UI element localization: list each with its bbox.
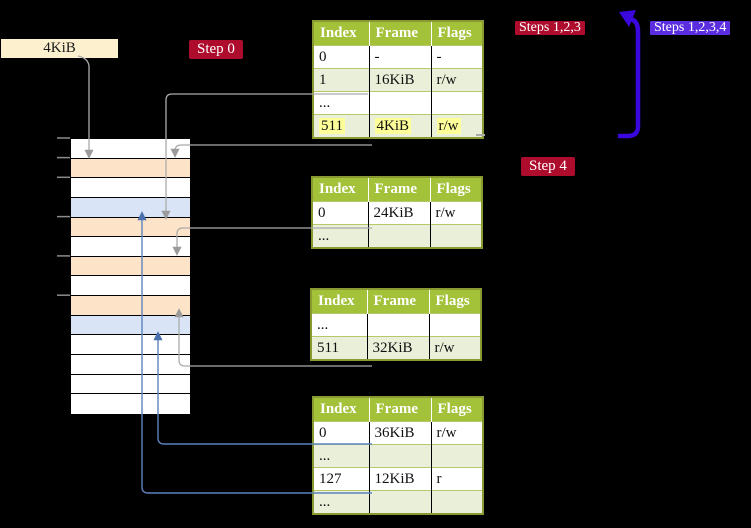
memory-row-white [71,276,190,297]
table-row: ... [312,224,482,248]
memory-row-white [71,335,190,356]
table-row: ... [313,490,483,514]
table-cell: ... [313,91,369,115]
memory-row-blue [71,315,190,336]
table-cell: r [430,467,483,491]
memory-row-white [71,237,190,257]
memory-row-white [71,178,190,198]
table-cell: 16KiB [368,68,431,92]
table-cell: - [430,45,483,69]
column-header: Frame [366,289,429,314]
table-cell: 12KiB [368,467,431,491]
column-header: Frame [367,177,430,202]
table-cell [368,490,431,514]
table-cell [428,313,481,337]
table-cell: 0 [313,45,369,69]
column-header: Index [313,397,369,422]
table-cell [368,444,431,468]
table-cell: ... [311,313,367,337]
column-header: Frame [368,21,431,46]
table-row: ... [311,313,481,337]
table-cell: 1 [313,68,369,92]
table-cell: r/w [430,421,483,445]
memory-row-wheat [71,158,190,179]
column-header: Flags [429,177,482,202]
table-cell: r/w [430,68,483,92]
table-cell: - [368,45,431,69]
memory-row-wheat [71,217,190,238]
memory-row-wheat [71,256,190,277]
memory-row-blue [71,197,190,218]
table-cell: 36KiB [368,421,431,445]
memory-row-white [71,139,190,159]
table-cell: r/w [429,201,482,225]
table-cell: 4KiB [368,114,431,138]
steps123-badge: Steps 1,2,3 [515,21,585,35]
table-cell [368,91,431,115]
table-row: ... [313,91,483,115]
connector-t1e511-to-4kib-frame [170,144,372,158]
table-cell: 0 [313,421,369,445]
column-header: Frame [368,397,431,422]
table-cell: ... [313,444,369,468]
step4-badge: Step 4 [521,157,575,176]
table-cell: ... [312,224,368,248]
table-cell [430,444,483,468]
memory-row-white [71,374,190,395]
step0-badge: Step 0 [189,40,243,59]
steps1234-badge: Steps 1,2,3,4 [650,21,731,35]
column-header: Index [312,177,368,202]
memory-row-wheat [71,296,190,316]
table-cell: 511 [311,336,367,360]
table-row: 0-- [313,45,483,69]
table-cell: r/w [428,336,481,360]
table-cell: 127 [313,467,369,491]
memory-row-white [71,355,190,375]
table-cell: r/w [430,114,483,138]
column-header: Index [311,289,367,314]
table-cell [366,313,429,337]
table-cell: ... [313,490,369,514]
column-header: Flags [430,21,483,46]
table-row: ... [313,444,483,468]
table-cell: 32KiB [366,336,429,360]
column-header: Index [313,21,369,46]
memory-tick-marks [57,137,70,296]
table-cell [429,224,482,248]
column-header: Flags [428,289,481,314]
recursive-loop-arrow [618,10,641,139]
table-cell [430,91,483,115]
column-header: Flags [430,397,483,422]
table-cell: 511 [313,114,369,138]
memory-column [70,138,191,415]
table-cell [430,490,483,514]
frame-4kib-label: 4KiB [1,39,118,58]
memory-row-white [71,394,190,414]
table-cell: 24KiB [367,201,430,225]
table-cell: 0 [312,201,368,225]
table-cell [367,224,430,248]
